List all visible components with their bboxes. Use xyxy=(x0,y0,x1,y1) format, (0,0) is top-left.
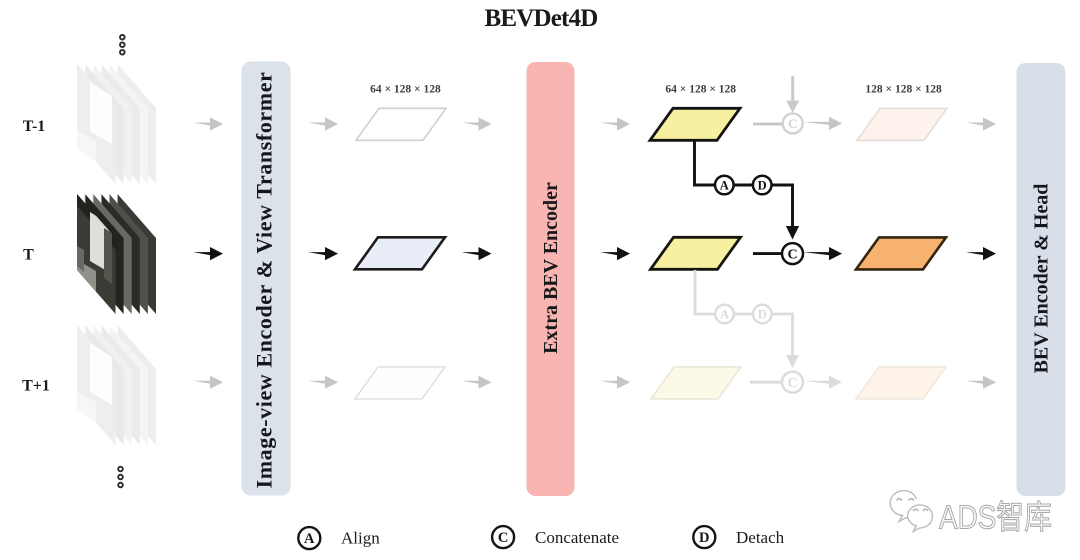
svg-text:D: D xyxy=(758,178,767,192)
svg-text:C: C xyxy=(498,530,508,546)
svg-text:Align: Align xyxy=(341,529,380,548)
svg-text:BEVDet4D: BEVDet4D xyxy=(484,5,597,32)
svg-text:A: A xyxy=(720,307,729,321)
svg-text:128 × 128 × 128: 128 × 128 × 128 xyxy=(865,84,942,96)
svg-text:A: A xyxy=(304,531,315,547)
svg-text:C: C xyxy=(788,116,797,131)
svg-text:Concatenate: Concatenate xyxy=(535,528,619,547)
svg-text:C: C xyxy=(787,248,797,263)
svg-text:BEV Encoder & Head: BEV Encoder & Head xyxy=(1031,184,1053,374)
svg-text:ADS智库: ADS智库 xyxy=(939,499,1052,536)
svg-text:D: D xyxy=(758,307,767,321)
svg-text:64 × 128 × 128: 64 × 128 × 128 xyxy=(665,84,736,96)
svg-text:T-1: T-1 xyxy=(23,118,46,135)
svg-text:Extra BEV Encoder: Extra BEV Encoder xyxy=(540,182,562,354)
svg-text:A: A xyxy=(720,178,729,192)
svg-text:Image-view Encoder & View Tran: Image-view Encoder & View Transformer xyxy=(252,72,277,489)
svg-text:C: C xyxy=(787,376,797,391)
svg-text:D: D xyxy=(699,530,709,546)
svg-text:T+1: T+1 xyxy=(22,378,50,395)
svg-text:T: T xyxy=(23,247,34,264)
svg-text:Detach: Detach xyxy=(736,528,785,547)
svg-text:64 × 128 × 128: 64 × 128 × 128 xyxy=(370,84,441,96)
